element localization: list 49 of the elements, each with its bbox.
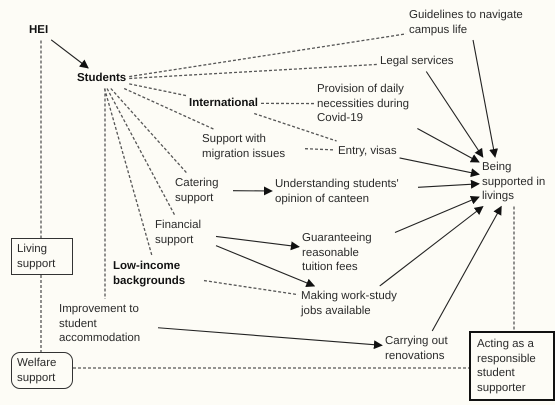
connector-line [304,148,336,151]
outcome-box: Acting as a responsible student supporter [469,331,555,401]
node-label: Understanding students' opinion of canteen [275,177,400,206]
node-label: Legal services [380,54,454,68]
connector-line [129,33,406,78]
node-label: Guaranteeing reasonable tuition fees [302,231,373,274]
connector-line [129,64,378,80]
node-label: Entry, visas [338,144,397,158]
connector-line [204,280,298,296]
arrow [50,39,89,69]
category-rounded-box: Welfare support [11,352,73,389]
arrow [432,206,502,332]
arrow [417,128,480,163]
arrow [426,71,484,158]
arrow [418,180,480,189]
node-label: Provision of daily necessities during Covid-19 [317,82,410,126]
arrow [399,157,480,178]
connector-line [129,83,186,96]
connector-line [104,88,106,299]
heading-label: HEI [29,23,48,38]
node-label: Guidelines to navigate campus life [409,8,524,37]
connector-line [124,88,214,130]
category-box: Living support [11,238,73,275]
connector-line [254,112,337,142]
heading-label: Low-income backgrounds [113,259,186,288]
connector-line [513,206,515,331]
node-label: Support with migration issues [202,132,286,161]
connector-line [261,102,314,104]
connector-line [104,88,153,256]
arrow [233,186,273,196]
arrow [158,327,383,350]
arrow [472,40,498,158]
node-label: Catering support [175,176,220,205]
node-label: Financial support [155,218,202,247]
connector-line [73,367,469,369]
node-label: Making work-study jobs available [301,289,398,318]
connector-line [40,275,42,352]
node-label: Being supported in livings [482,160,546,204]
connector-line [106,88,176,216]
arrow [379,206,484,286]
node-label: Carrying out renovations [385,334,449,363]
connector-line [40,40,42,238]
arrow [216,236,300,250]
connector-line [110,88,188,174]
arrow [216,245,316,288]
arrow [394,196,480,233]
heading-label: International [189,96,258,110]
node-label: Improvement to student accommodation [59,302,142,346]
heading-label: Students [77,71,126,86]
